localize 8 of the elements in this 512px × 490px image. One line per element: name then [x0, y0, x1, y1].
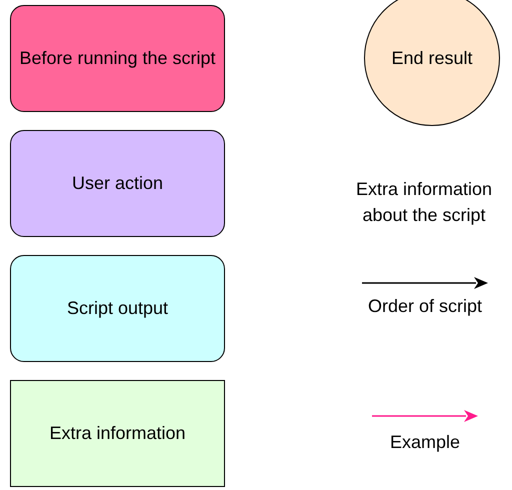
- process-box: Before running the script: [10, 5, 225, 112]
- end-circle: End result: [364, 0, 500, 126]
- legend-text: Example: [388, 432, 462, 453]
- process-box: User action: [10, 130, 225, 237]
- process-box: Script output: [10, 255, 225, 362]
- process-box: Extra information: [10, 380, 225, 487]
- note-text: Extra information about the script: [354, 178, 494, 227]
- legend-text: Order of script: [366, 296, 484, 317]
